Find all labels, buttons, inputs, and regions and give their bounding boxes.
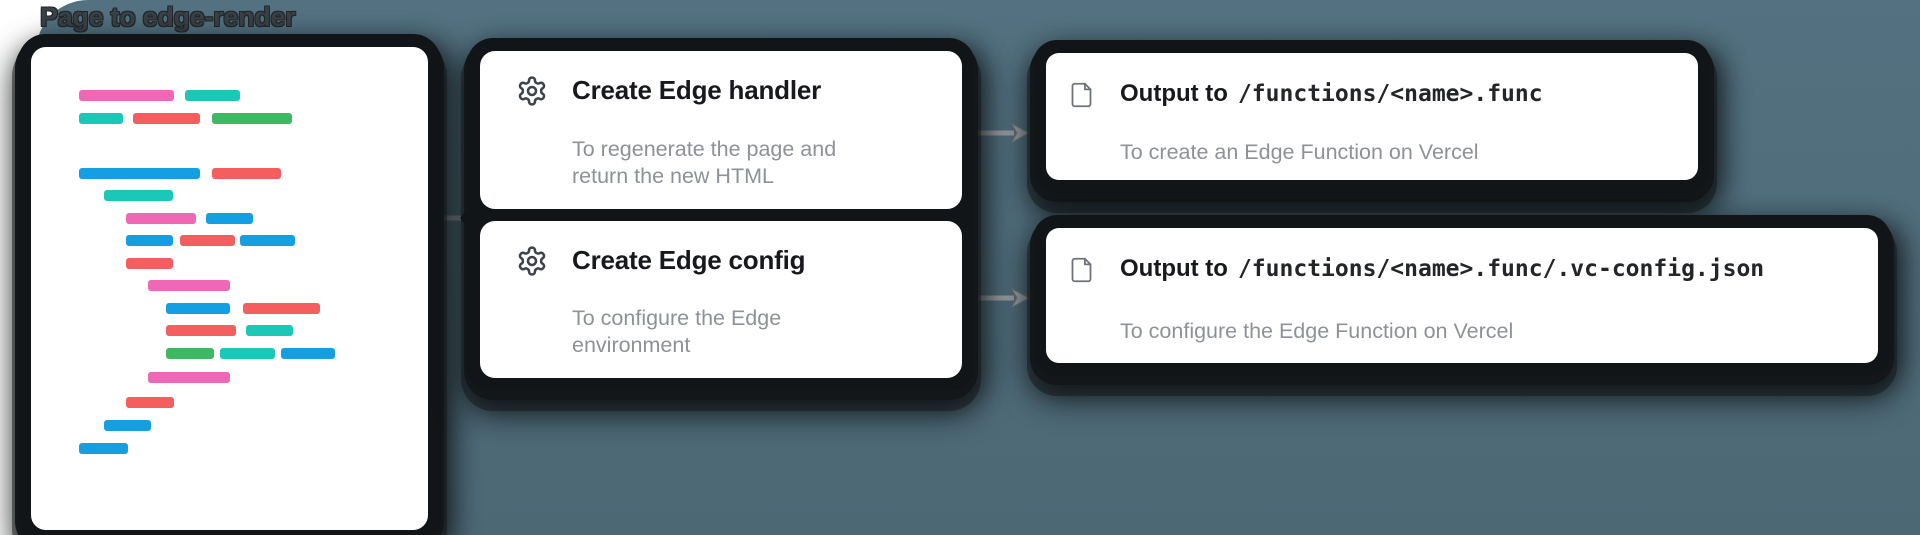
arrow-handler-to-output1 bbox=[967, 122, 1030, 144]
output-description: To configure the Edge Function on Vercel bbox=[1120, 319, 1514, 343]
step-description: To configure the Edge environment bbox=[572, 305, 946, 378]
gear-icon bbox=[516, 243, 572, 296]
gear-icon bbox=[516, 73, 572, 126]
output-path: /functions/<name>.func bbox=[1237, 81, 1543, 107]
step-description-line: return the new HTML bbox=[572, 163, 774, 188]
output-card-vc-config: Output to/functions/<name>.func/.vc-conf… bbox=[1033, 215, 1891, 376]
file-icon bbox=[1068, 253, 1120, 309]
code-panel bbox=[18, 34, 441, 535]
step-description: To regenerate the page and return the ne… bbox=[572, 136, 946, 209]
output-card-body: Output to/functions/<name>.func/.vc-conf… bbox=[1046, 228, 1878, 363]
step-description-line: environment bbox=[572, 333, 691, 358]
output-card-edge-function: Output to/functions/<name>.func To creat… bbox=[1033, 40, 1711, 193]
output-path: /functions/<name>.func/.vc-config.json bbox=[1237, 256, 1765, 282]
step-description-line: To regenerate the page and bbox=[572, 136, 837, 161]
output-title: Output to/functions/<name>.func bbox=[1120, 78, 1684, 130]
step-title: Create Edge handler bbox=[572, 75, 822, 105]
step-description-line: To configure the Edge bbox=[572, 306, 782, 331]
output-title-prefix: Output to bbox=[1120, 80, 1228, 107]
file-icon bbox=[1068, 78, 1120, 130]
edge-steps-group: Create Edge handler To regenerate the pa… bbox=[467, 38, 975, 391]
figure-title: Page to edge-render bbox=[40, 2, 296, 32]
output-description: To create an Edge Function on Vercel bbox=[1120, 140, 1479, 164]
output-title: Output to/functions/<name>.func/.vc-conf… bbox=[1120, 253, 1864, 309]
output-card-body: Output to/functions/<name>.func To creat… bbox=[1046, 53, 1698, 180]
step-card-create-edge-config: Create Edge config To configure the Edge… bbox=[480, 220, 962, 378]
arrow-config-to-output2 bbox=[967, 287, 1030, 309]
output-title-prefix: Output to bbox=[1120, 255, 1228, 282]
step-card-create-edge-handler: Create Edge handler To regenerate the pa… bbox=[480, 51, 962, 209]
step-title: Create Edge config bbox=[572, 244, 806, 275]
